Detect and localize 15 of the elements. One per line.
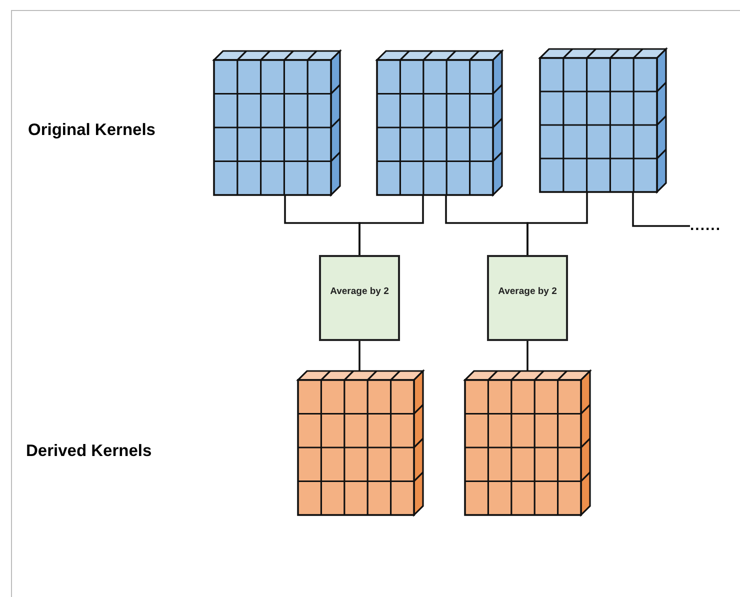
connector-line [526, 341, 528, 371]
kernel-grid-drawing [465, 371, 590, 515]
connector-line [358, 195, 424, 255]
kernel-grid-drawing [214, 51, 340, 195]
connector-line [526, 192, 588, 255]
kernel-grid-drawing [540, 49, 666, 192]
kernel-grid-drawing [377, 51, 502, 195]
connector-line [358, 341, 360, 371]
kernel-grid-drawing [298, 371, 423, 515]
ellipsis-text: ...... [690, 220, 740, 232]
row-label: Original Kernels [28, 121, 156, 140]
connector-line [632, 192, 690, 227]
row-label: Derived Kernels [26, 442, 152, 461]
process-box: Average by 2 [487, 255, 568, 341]
process-box: Average by 2 [319, 255, 400, 341]
